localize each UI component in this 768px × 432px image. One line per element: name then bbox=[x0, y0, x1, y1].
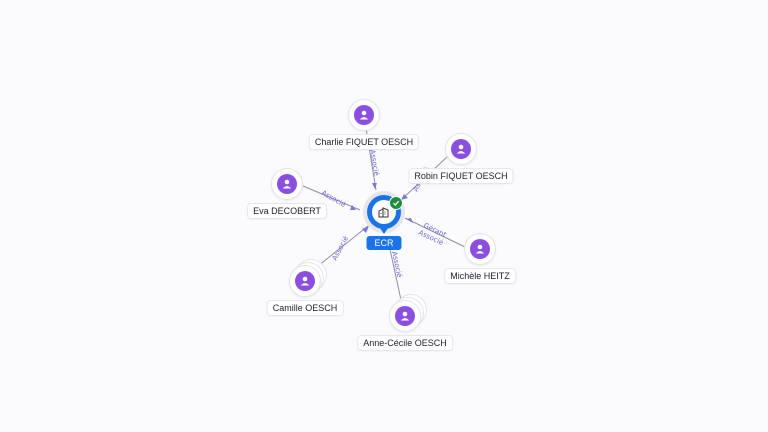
person-label[interactable]: Eva DECOBERT bbox=[248, 204, 326, 218]
person-icon bbox=[359, 110, 369, 120]
map-pin-tip bbox=[378, 225, 390, 234]
edge-label-anne: Associé bbox=[390, 251, 403, 279]
person-icon bbox=[282, 179, 292, 189]
person-avatar[interactable] bbox=[446, 134, 476, 164]
edge-eva bbox=[302, 185, 361, 211]
person-icon bbox=[475, 244, 485, 254]
person-avatar[interactable] bbox=[465, 234, 495, 264]
edge-camille bbox=[317, 225, 369, 267]
person-icon bbox=[400, 311, 410, 321]
edge-arrow bbox=[362, 226, 369, 233]
person-icon bbox=[456, 144, 466, 154]
company-label[interactable]: ECR bbox=[366, 236, 402, 250]
person-icon bbox=[300, 276, 310, 286]
edge-anne bbox=[387, 239, 402, 301]
edge-arrow bbox=[350, 205, 356, 210]
building-icon bbox=[378, 207, 389, 218]
edge-arrow bbox=[406, 218, 413, 223]
person-avatar[interactable] bbox=[349, 100, 379, 130]
person-label[interactable]: Michèle HEITZ bbox=[445, 269, 515, 283]
check-icon bbox=[389, 196, 403, 210]
edge-michele bbox=[404, 217, 466, 248]
person-label[interactable]: Charlie FIQUET OESCH bbox=[309, 135, 419, 149]
person-avatar[interactable] bbox=[390, 301, 420, 331]
person-avatar[interactable] bbox=[290, 266, 320, 296]
person-avatar[interactable] bbox=[272, 169, 302, 199]
company-marker[interactable] bbox=[367, 195, 401, 229]
edge-arrow bbox=[401, 194, 408, 200]
person-label[interactable]: Camille OESCH bbox=[267, 301, 343, 315]
edge-label-camille: Associé bbox=[331, 235, 350, 262]
edge-arrow bbox=[372, 183, 377, 189]
person-label[interactable]: Robin FIQUET OESCH bbox=[409, 169, 513, 183]
edge-label-charlie: Associé bbox=[368, 149, 380, 176]
person-label[interactable]: Anne-Cécile OESCH bbox=[358, 336, 452, 350]
